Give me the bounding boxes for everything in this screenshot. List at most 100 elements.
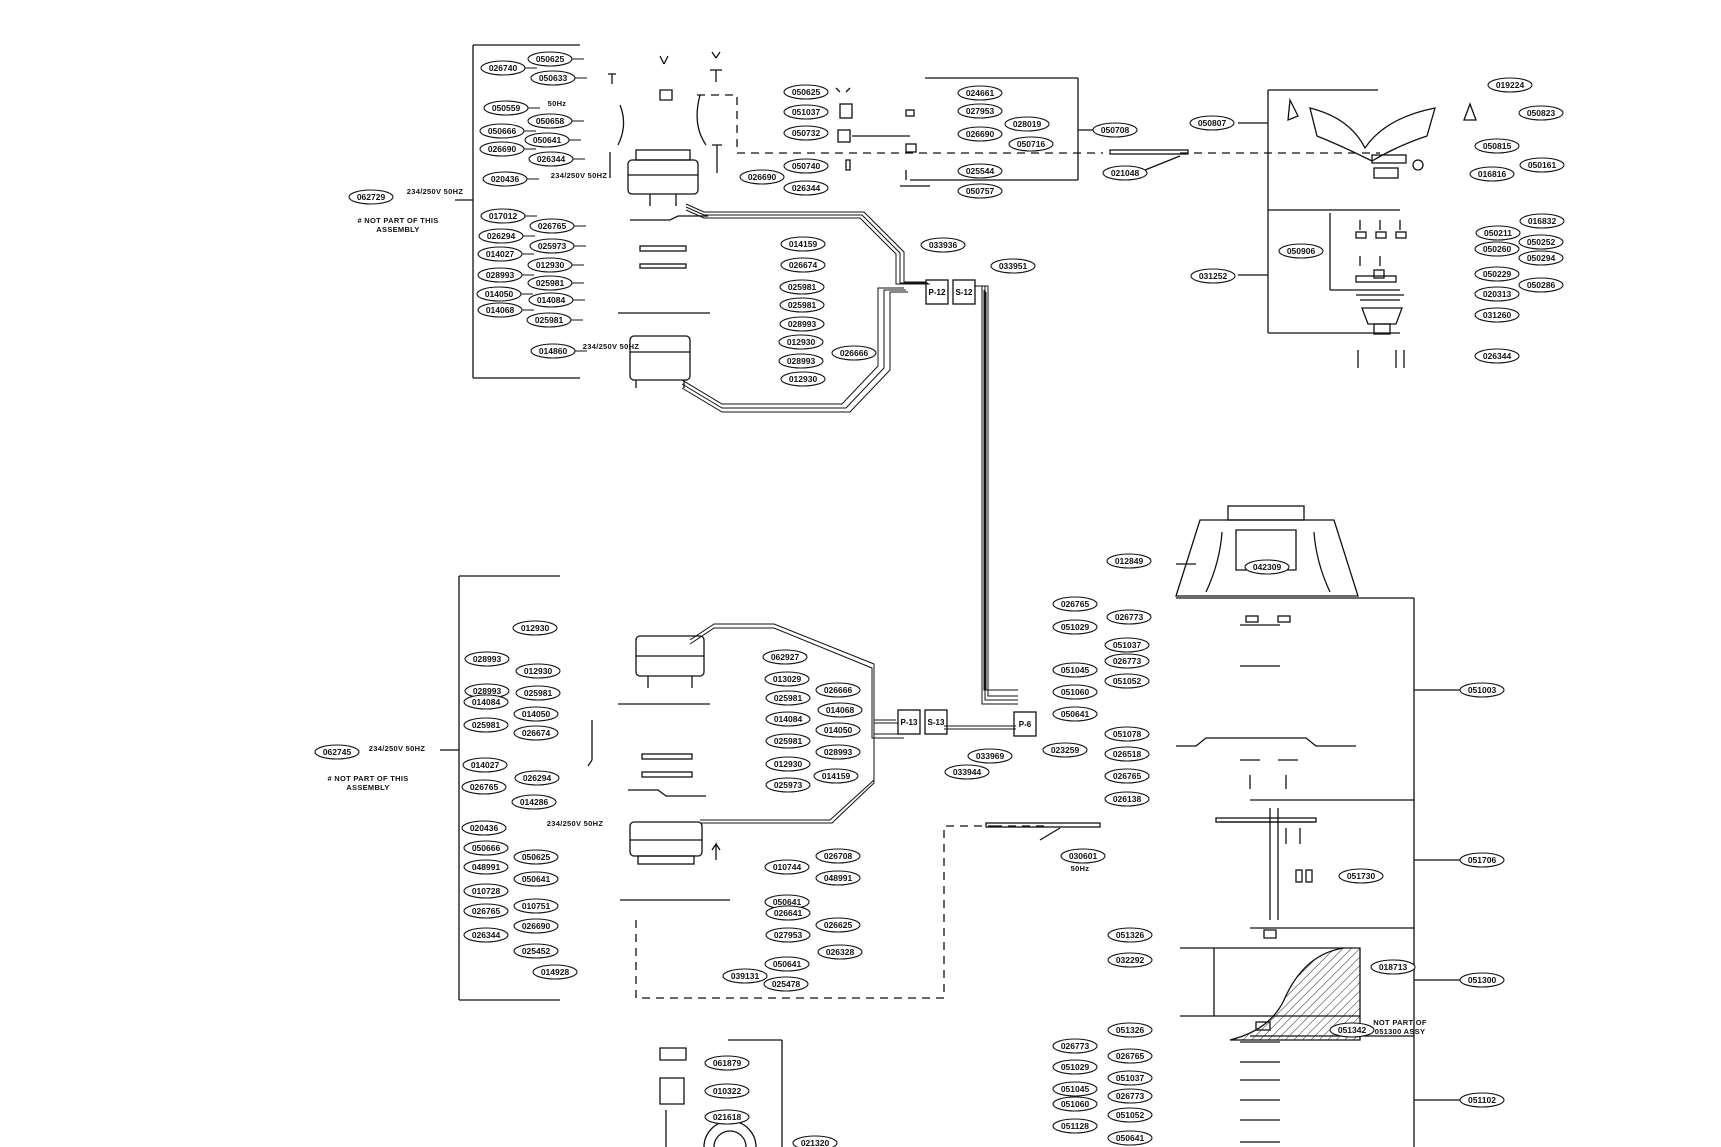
svg-text:033936: 033936 [929, 240, 958, 250]
part-callout: 062729 [348, 189, 394, 205]
part-callout: 050641 [513, 871, 559, 887]
svg-text:026344: 026344 [472, 930, 501, 940]
part-callout: 050807 [1189, 115, 1235, 131]
svg-text:051730: 051730 [1347, 871, 1376, 881]
svg-text:021048: 021048 [1111, 168, 1140, 178]
part-callout: 050641 [1052, 706, 1098, 722]
svg-text:051052: 051052 [1116, 1110, 1145, 1120]
svg-text:025981: 025981 [472, 720, 501, 730]
part-callout: 028993 [778, 353, 824, 369]
svg-text:051706: 051706 [1468, 855, 1497, 865]
svg-text:050815: 050815 [1483, 141, 1512, 151]
part-callout: 050252 [1518, 234, 1564, 250]
svg-text:051029: 051029 [1061, 1062, 1090, 1072]
part-callout: 050641 [1107, 1130, 1153, 1146]
part-callout: 050286 [1518, 277, 1564, 293]
part-callout: 023259 [1042, 742, 1088, 758]
svg-text:012930: 012930 [774, 759, 803, 769]
svg-text:025452: 025452 [522, 946, 551, 956]
svg-text:026344: 026344 [1483, 351, 1512, 361]
svg-text:026328: 026328 [826, 947, 855, 957]
svg-text:021618: 021618 [713, 1112, 742, 1122]
part-callout: 026328 [817, 944, 863, 960]
part-number-callouts: 0506250267400506330505590506580506660506… [314, 51, 1565, 1147]
part-callout: 028993 [779, 316, 825, 332]
svg-text:028993: 028993 [473, 654, 502, 664]
svg-text:026773: 026773 [1113, 656, 1142, 666]
svg-text:026690: 026690 [488, 144, 517, 154]
part-callout: 050641 [764, 956, 810, 972]
part-callout: 014860 [530, 343, 587, 359]
part-callout: 012930 [515, 663, 561, 679]
svg-text:024661: 024661 [966, 88, 995, 98]
part-callout: 031252 [1190, 268, 1236, 284]
svg-text:020313: 020313 [1483, 289, 1512, 299]
svg-text:028993: 028993 [824, 747, 853, 757]
part-callout: 025544 [957, 163, 1003, 179]
part-callout: 033944 [944, 764, 990, 780]
svg-text:026765: 026765 [1116, 1051, 1145, 1061]
svg-text:010322: 010322 [713, 1086, 742, 1096]
svg-text:050658: 050658 [536, 116, 565, 126]
svg-text:014860: 014860 [539, 346, 568, 356]
part-callout: 051052 [1107, 1107, 1153, 1123]
note-not-part-2: # NOT PART OF THIS ASSEMBLY [327, 774, 409, 792]
svg-text:062745: 062745 [323, 747, 352, 757]
voltage-062745: 234/250V 50HZ [368, 744, 426, 753]
svg-text:031252: 031252 [1199, 271, 1228, 281]
part-callout: 028993 [464, 651, 510, 667]
svg-text:050633: 050633 [539, 73, 568, 83]
note-not-part-051300: NOT PART OF 051300 ASSY [1373, 1018, 1427, 1036]
svg-text:050625: 050625 [792, 87, 821, 97]
part-callout: 026344 [783, 180, 829, 196]
part-callout: 014084 [528, 292, 585, 308]
svg-text:050740: 050740 [792, 161, 821, 171]
part-callout: 061879 [704, 1055, 750, 1071]
part-callout: 050716 [1008, 136, 1054, 152]
part-callout: 048991 [815, 870, 861, 886]
part-callout: 033936 [920, 237, 966, 253]
part-callout: 051029 [1052, 619, 1098, 635]
part-callout: 051102 [1459, 1092, 1505, 1108]
part-callout: 050211 [1475, 225, 1521, 241]
part-callout: 025973 [765, 777, 811, 793]
part-callout: 025981 [527, 275, 584, 291]
part-callout: 033969 [967, 748, 1013, 764]
svg-text:051078: 051078 [1113, 729, 1142, 739]
svg-text:050732: 050732 [792, 128, 821, 138]
part-callout: 051045 [1052, 1081, 1098, 1097]
svg-text:051037: 051037 [792, 107, 821, 117]
part-callout: 012930 [780, 371, 826, 387]
svg-text:026294: 026294 [487, 231, 516, 241]
svg-text:026708: 026708 [824, 851, 853, 861]
svg-text:051300: 051300 [1468, 975, 1497, 985]
part-callout: 010322 [704, 1083, 750, 1099]
part-callout: 050815 [1474, 138, 1520, 154]
svg-text:012930: 012930 [536, 260, 565, 270]
part-callout: 026740 [480, 60, 537, 76]
connector-label: S-13 [928, 718, 945, 727]
svg-text:050294: 050294 [1527, 253, 1556, 263]
svg-text:025478: 025478 [772, 979, 801, 989]
part-callout: 020436 [461, 820, 507, 836]
svg-text:050641: 050641 [773, 897, 802, 907]
svg-text:050260: 050260 [1483, 244, 1512, 254]
part-callout: 025981 [515, 685, 561, 701]
part-callout: 026773 [1104, 653, 1150, 669]
part-callout: 012930 [778, 334, 824, 350]
svg-text:010728: 010728 [472, 886, 501, 896]
svg-text:026740: 026740 [489, 63, 518, 73]
svg-text:050757: 050757 [966, 186, 995, 196]
svg-text:033951: 033951 [999, 261, 1028, 271]
svg-text:050625: 050625 [522, 852, 551, 862]
svg-text:026666: 026666 [824, 685, 853, 695]
part-callout: 026344 [463, 927, 509, 943]
part-callout: 016832 [1519, 213, 1565, 229]
svg-text:026674: 026674 [789, 260, 818, 270]
svg-text:050716: 050716 [1017, 139, 1046, 149]
part-callout: 025981 [765, 733, 811, 749]
part-callout: 033951 [990, 258, 1036, 274]
part-callout: 051300 [1459, 972, 1505, 988]
svg-text:020436: 020436 [470, 823, 499, 833]
svg-text:025981: 025981 [524, 688, 553, 698]
